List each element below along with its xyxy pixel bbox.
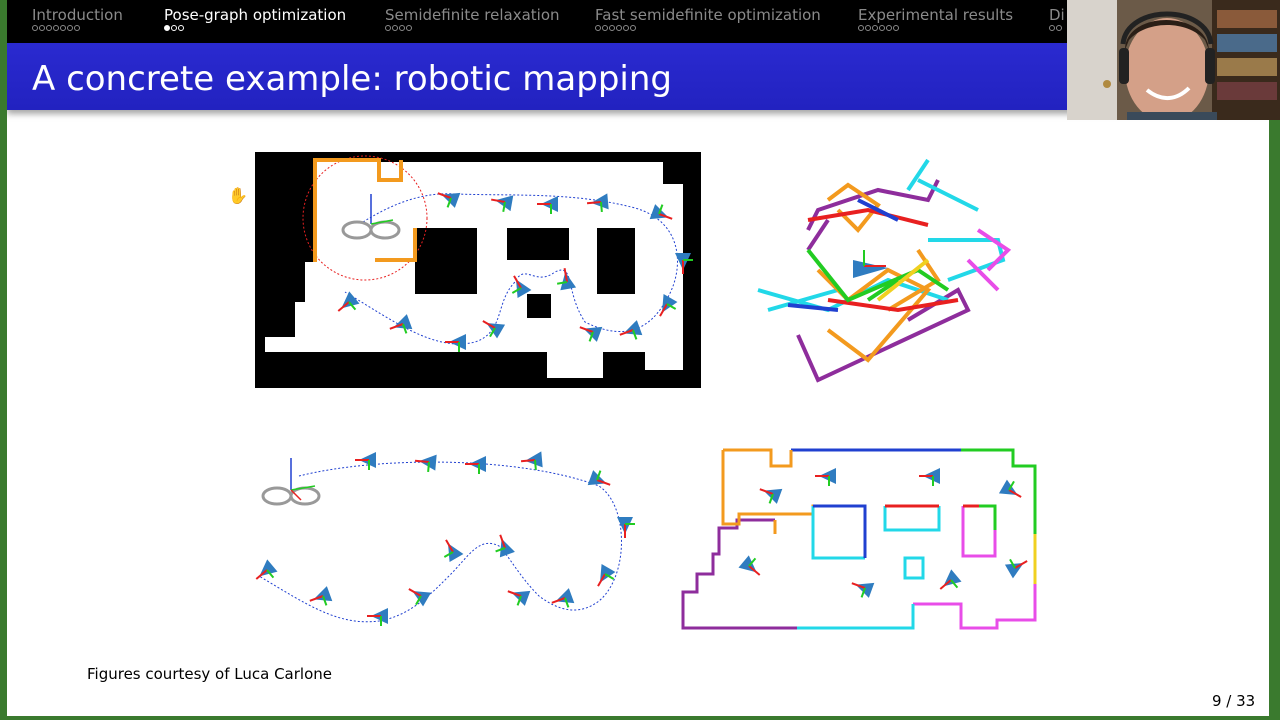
pose-triangle [939,569,962,590]
nav-dot[interactable] [1049,25,1055,31]
figure-occupancy-map [255,152,701,388]
nav-dot[interactable] [1056,25,1062,31]
slide-title: A concrete example: robotic mapping [32,59,673,99]
nav-section-dots[interactable] [1049,25,1065,37]
pose-triangle [579,326,603,342]
nav-dot[interactable] [879,25,885,31]
nav-dot[interactable] [74,25,80,31]
nav-dot[interactable] [32,25,38,31]
nav-dot[interactable] [39,25,45,31]
hand-cursor-icon: ✋ [228,186,248,205]
pose-triangle [255,559,278,580]
nav-dot[interactable] [46,25,52,31]
pose-triangle [355,452,376,470]
pose-triangle [759,488,783,504]
pose-triangle [619,320,643,340]
nav-section-dots[interactable] [164,25,346,37]
pose-triangle [738,555,761,576]
pose-triangle [919,468,940,486]
pose-triangle [445,334,466,352]
pose-triangle [587,470,611,486]
nav-section-0[interactable]: Introduction [32,6,123,37]
figure-noisy-map [757,158,1012,383]
pose-triangle [337,291,360,312]
pose-triangle [507,590,531,606]
pose-triangle [851,582,875,598]
nav-section-dots[interactable] [595,25,821,37]
nav-section-1[interactable]: Pose-graph optimization [164,6,346,37]
nav-dot[interactable] [865,25,871,31]
slide-frame: Introduction Pose-graph optimization Semid… [7,0,1269,716]
pose-triangle [556,268,577,291]
pose-triangle [309,586,333,606]
section-navbar: Introduction Pose-graph optimization Semid… [7,0,1269,43]
nav-section-dots[interactable] [385,25,560,37]
pose-triangle [649,204,673,220]
pose-triangle [495,534,515,558]
nav-dot[interactable] [893,25,899,31]
nav-section-4[interactable]: Experimental results [858,6,1013,37]
nav-dot[interactable] [623,25,629,31]
figure-pose-graph [255,451,635,626]
pose-triangle [586,193,609,213]
nav-dot[interactable] [595,25,601,31]
pose-triangle [617,517,635,538]
nav-section-label: Di [1049,6,1065,24]
nav-dot[interactable] [406,25,412,31]
page-number: 9 / 33 [1212,692,1256,710]
nav-section-5[interactable]: Di [1049,6,1065,37]
pose-triangle [537,196,558,214]
nav-section-label: Semidefinite relaxation [385,6,560,24]
nav-dot[interactable] [67,25,73,31]
pose-triangle [443,539,464,563]
nav-section-3[interactable]: Fast semidefinite optimization [595,6,821,37]
nav-dot[interactable] [630,25,636,31]
nav-dot[interactable] [399,25,405,31]
nav-section-2[interactable]: Semidefinite relaxation [385,6,560,37]
nav-section-label: Experimental results [858,6,1014,24]
nav-section-dots[interactable] [858,25,1013,37]
nav-dot[interactable] [164,25,170,31]
nav-dot[interactable] [616,25,622,31]
figure-caption: Figures courtesy of Luca Carlone [87,665,332,683]
pose-triangle [367,608,388,626]
pose-triangle [465,456,486,474]
nav-dot[interactable] [858,25,864,31]
nav-section-label: Introduction [32,6,123,24]
presenter-webcam [1067,0,1280,120]
figure-optimized-map [681,448,1037,630]
nav-dot[interactable] [872,25,878,31]
nav-dot[interactable] [602,25,608,31]
pose-triangle [437,192,461,208]
nav-section-label: Pose-graph optimization [164,6,347,24]
nav-dot[interactable] [60,25,66,31]
nav-dot[interactable] [53,25,59,31]
nav-dot[interactable] [385,25,391,31]
pose-triangle [998,479,1022,498]
nav-dot[interactable] [392,25,398,31]
nav-section-label: Fast semidefinite optimization [595,6,821,24]
nav-dot[interactable] [886,25,892,31]
pose-triangle [389,314,413,334]
pose-triangle [414,454,437,473]
pose-triangle [815,468,836,486]
pose-triangle [675,253,693,274]
nav-dot[interactable] [171,25,177,31]
nav-dot[interactable] [609,25,615,31]
pose-triangle [408,588,432,607]
pose-triangle [551,588,575,608]
pose-triangle [597,563,616,587]
pose-triangle [511,275,532,299]
pose-triangle [491,195,514,213]
title-bar: A concrete example: robotic mapping [7,43,1269,110]
nav-dot[interactable] [178,25,184,31]
pose-triangle [659,293,678,317]
nav-section-dots[interactable] [32,25,123,37]
pose-triangle [1004,558,1028,579]
pose-triangle [482,320,506,339]
pose-triangle [520,451,543,471]
